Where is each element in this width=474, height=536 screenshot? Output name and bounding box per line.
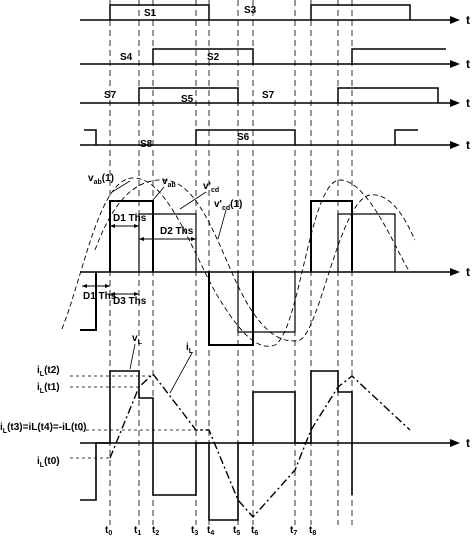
switch-label: S5 (181, 94, 194, 105)
time-label-t4: t4 (207, 525, 214, 536)
vcd-waveform (138, 213, 197, 272)
duty-label: D1 Ths (83, 291, 117, 302)
duty-label: D2 Ths (160, 226, 194, 237)
switch-label: S3 (244, 5, 257, 16)
time-label-t0: t0 (105, 525, 112, 536)
switch-label: S8 (140, 139, 153, 150)
vab-fundamental-curve (61, 177, 411, 347)
time-label-t5: t5 (233, 525, 240, 536)
current-labels: vL iL iL(t2) iL(t1) iL(t3)=iL(t4)=-iL(t0) iL(… (0, 333, 194, 469)
voltage-label: vab(1) (88, 173, 114, 186)
inductor-waveforms: t (70, 343, 470, 521)
axis-label-t: t (466, 436, 470, 450)
vab-waveform (310, 200, 353, 272)
vab-waveform (208, 272, 254, 346)
duty-label: D1 Ths (113, 213, 147, 224)
switch-signal-s7-s5: t (80, 87, 470, 110)
voltage-waveforms: t (61, 177, 470, 347)
voltage-label: v'cd(1) (214, 199, 242, 212)
switch-signal-s1-s3: t (80, 4, 470, 27)
time-label-t6: t6 (251, 525, 258, 536)
switch-label: S2 (207, 52, 220, 63)
current-label: iL(t2) (37, 365, 60, 378)
switch-label: S4 (120, 52, 133, 63)
current-label: iL(t1) (37, 382, 60, 395)
vab-waveform (80, 272, 97, 331)
axis-label-t: t (466, 265, 470, 279)
time-label-t8: t8 (309, 525, 316, 536)
axis-label-t: t (466, 57, 470, 71)
time-label-t2: t2 (152, 525, 159, 536)
axis-label-t: t (466, 13, 470, 27)
voltage-label: vab (162, 176, 176, 189)
vab-waveform (109, 200, 154, 272)
current-label: vL (132, 333, 143, 346)
switch-label: S7 (262, 90, 275, 101)
vcd-fundamental-curve (94, 179, 416, 342)
axis-label-t: t (466, 138, 470, 152)
duty-label: D3 Ths (113, 296, 147, 307)
time-label-t7: t7 (290, 525, 297, 536)
voltage-label: v'cd (203, 181, 219, 194)
axis-label-t: t (466, 96, 470, 110)
switch-signal-s8-s6: t (80, 129, 470, 152)
vcd-waveform (337, 213, 396, 272)
time-labels: t0 t1 t2 t3 t4 t5 t6 t7 t8 (105, 525, 316, 536)
current-label: iL(t0) (37, 456, 60, 469)
current-label: iL(t3)=iL(t4)=-iL(t0) (0, 422, 87, 435)
time-marker-lines (109, 0, 353, 525)
switch-label: S6 (237, 132, 250, 143)
switch-signal-s4-s2: t (80, 48, 470, 71)
current-label: iL (186, 342, 194, 355)
time-label-t1: t1 (134, 525, 141, 536)
time-label-t3: t3 (191, 525, 198, 536)
switch-label: S1 (144, 8, 157, 19)
